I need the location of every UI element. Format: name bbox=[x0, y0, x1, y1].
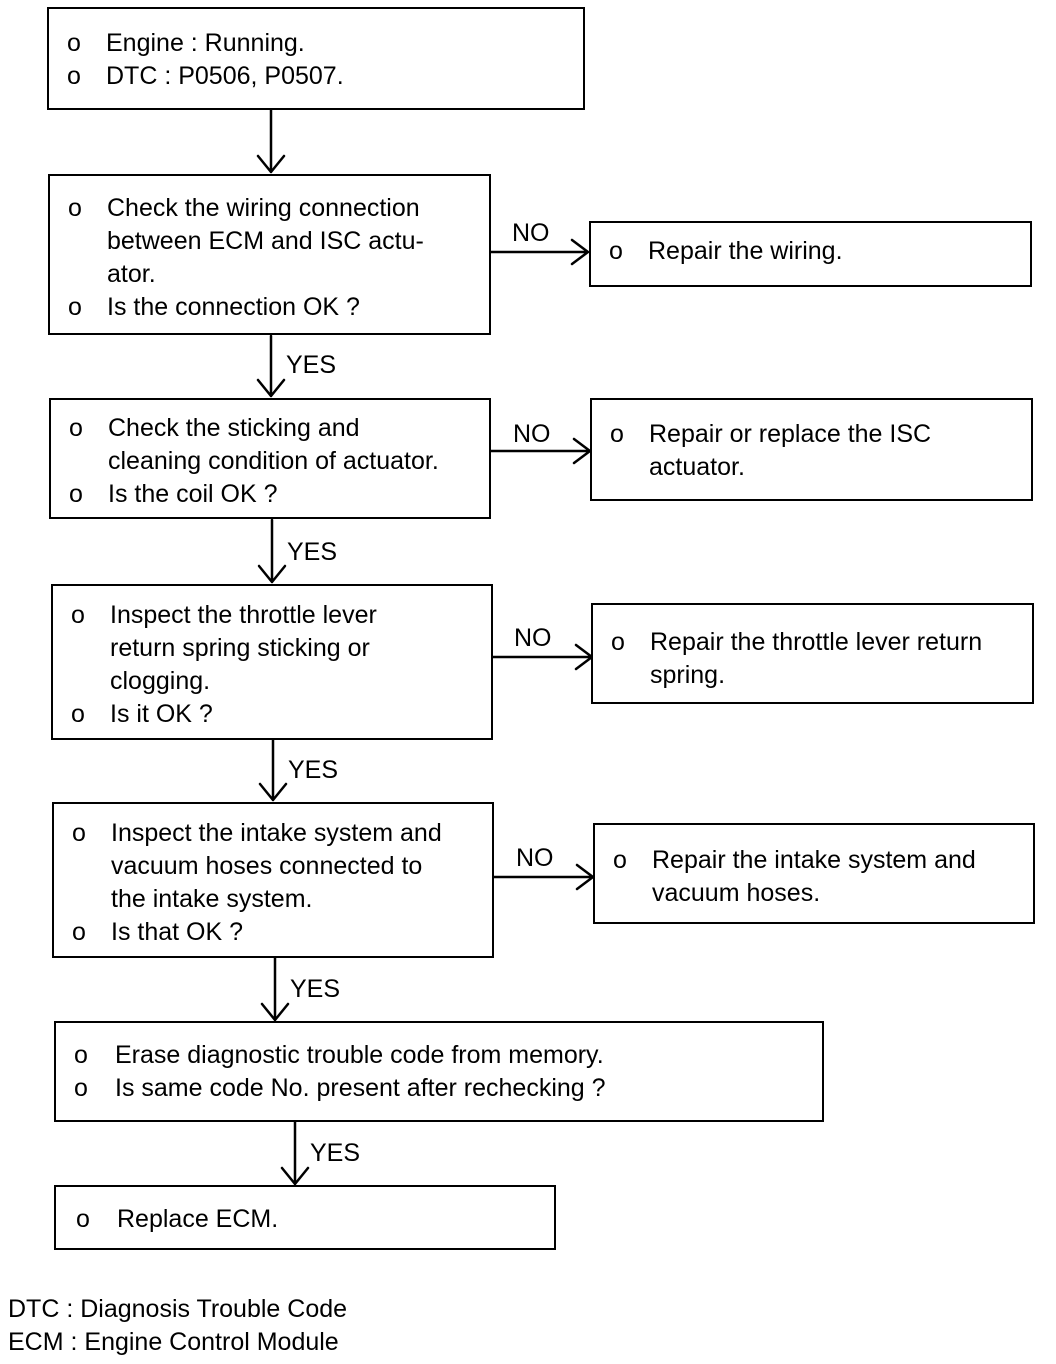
end-line: Replace ECM. bbox=[117, 1205, 279, 1233]
fix2-box: o Repair or replace the ISC actuator. bbox=[590, 398, 1033, 501]
bullet: o bbox=[74, 1074, 88, 1102]
arrow-step2-to-step3 bbox=[257, 518, 287, 584]
step4-line: Inspect the intake system and bbox=[111, 819, 442, 847]
bullet: o bbox=[613, 846, 627, 874]
end-box: o Replace ECM. bbox=[54, 1185, 556, 1250]
legend-dtc: DTC : Diagnosis Trouble Code bbox=[8, 1295, 348, 1323]
bullet: o bbox=[72, 819, 86, 847]
step4-line: the intake system. bbox=[111, 885, 313, 913]
step1-question: Is the connection OK ? bbox=[107, 293, 360, 321]
arrow-step1-to-step2 bbox=[256, 334, 286, 398]
legend-ecm: ECM : Engine Control Module bbox=[8, 1328, 339, 1356]
step2-line: Check the sticking and bbox=[108, 414, 360, 442]
no-label: NO bbox=[512, 219, 550, 247]
fix4-line: vacuum hoses. bbox=[652, 879, 821, 907]
step1-line: between ECM and ISC actu- bbox=[107, 227, 424, 255]
step4-box: o Inspect the intake system and vacuum h… bbox=[52, 802, 494, 958]
arrow-step3-to-step4 bbox=[258, 738, 288, 802]
fix1-box: o Repair the wiring. bbox=[589, 221, 1032, 287]
fix2-line: Repair or replace the ISC bbox=[649, 420, 932, 448]
fix4-box: o Repair the intake system and vacuum ho… bbox=[593, 823, 1035, 924]
yes-label: YES bbox=[288, 756, 339, 784]
step5-box: o Erase diagnostic trouble code from mem… bbox=[54, 1021, 824, 1122]
step4-line: vacuum hoses connected to bbox=[111, 852, 423, 880]
bullet: o bbox=[609, 237, 623, 265]
yes-label: YES bbox=[290, 975, 341, 1003]
start-box: o Engine : Running. o DTC : P0506, P0507… bbox=[47, 7, 585, 110]
bullet: o bbox=[71, 700, 85, 728]
step4-question: Is that OK ? bbox=[111, 918, 244, 946]
step3-question: Is it OK ? bbox=[110, 700, 213, 728]
start-item: Engine : Running. bbox=[106, 29, 305, 57]
bullet: o bbox=[68, 194, 82, 222]
no-label: NO bbox=[513, 420, 551, 448]
arrow-step5-to-end bbox=[280, 1120, 310, 1186]
fix2-line: actuator. bbox=[649, 453, 745, 481]
step5-question: Is same code No. present after recheckin… bbox=[115, 1074, 606, 1102]
bullet: o bbox=[69, 414, 83, 442]
step1-box: o Check the wiring connection between EC… bbox=[48, 174, 491, 335]
arrow-step4-to-step5 bbox=[260, 956, 290, 1022]
no-label: NO bbox=[516, 844, 554, 872]
bullet: o bbox=[72, 918, 86, 946]
no-label: NO bbox=[514, 624, 552, 652]
bullet: o bbox=[611, 628, 625, 656]
bullet: o bbox=[76, 1205, 90, 1233]
step2-box: o Check the sticking and cleaning condit… bbox=[49, 398, 491, 519]
start-item: DTC : P0506, P0507. bbox=[106, 62, 344, 90]
bullet: o bbox=[68, 293, 82, 321]
arrow-start-to-step1 bbox=[256, 108, 286, 174]
fix3-line: Repair the throttle lever return bbox=[650, 628, 983, 656]
yes-label: YES bbox=[286, 351, 337, 379]
step3-box: o Inspect the throttle lever return spri… bbox=[51, 584, 493, 740]
step3-line: Inspect the throttle lever bbox=[110, 601, 377, 629]
step5-line: Erase diagnostic trouble code from memor… bbox=[115, 1041, 604, 1069]
fix3-box: o Repair the throttle lever return sprin… bbox=[591, 603, 1034, 704]
step2-question: Is the coil OK ? bbox=[108, 480, 278, 508]
bullet: o bbox=[67, 29, 81, 57]
bullet: o bbox=[69, 480, 83, 508]
step2-line: cleaning condition of actuator. bbox=[108, 447, 439, 475]
step3-line: return spring sticking or bbox=[110, 634, 370, 662]
step3-line: clogging. bbox=[110, 667, 211, 695]
step1-line: Check the wiring connection bbox=[107, 194, 420, 222]
bullet: o bbox=[71, 601, 85, 629]
fix4-line: Repair the intake system and bbox=[652, 846, 976, 874]
yes-label: YES bbox=[310, 1139, 361, 1167]
fix3-line: spring. bbox=[650, 661, 726, 689]
bullet: o bbox=[67, 62, 81, 90]
bullet: o bbox=[610, 420, 624, 448]
fix1-line: Repair the wiring. bbox=[648, 237, 843, 265]
step1-line: ator. bbox=[107, 260, 156, 288]
arrow-step1-to-fix1 bbox=[488, 238, 590, 266]
yes-label: YES bbox=[287, 538, 338, 566]
bullet: o bbox=[74, 1041, 88, 1069]
